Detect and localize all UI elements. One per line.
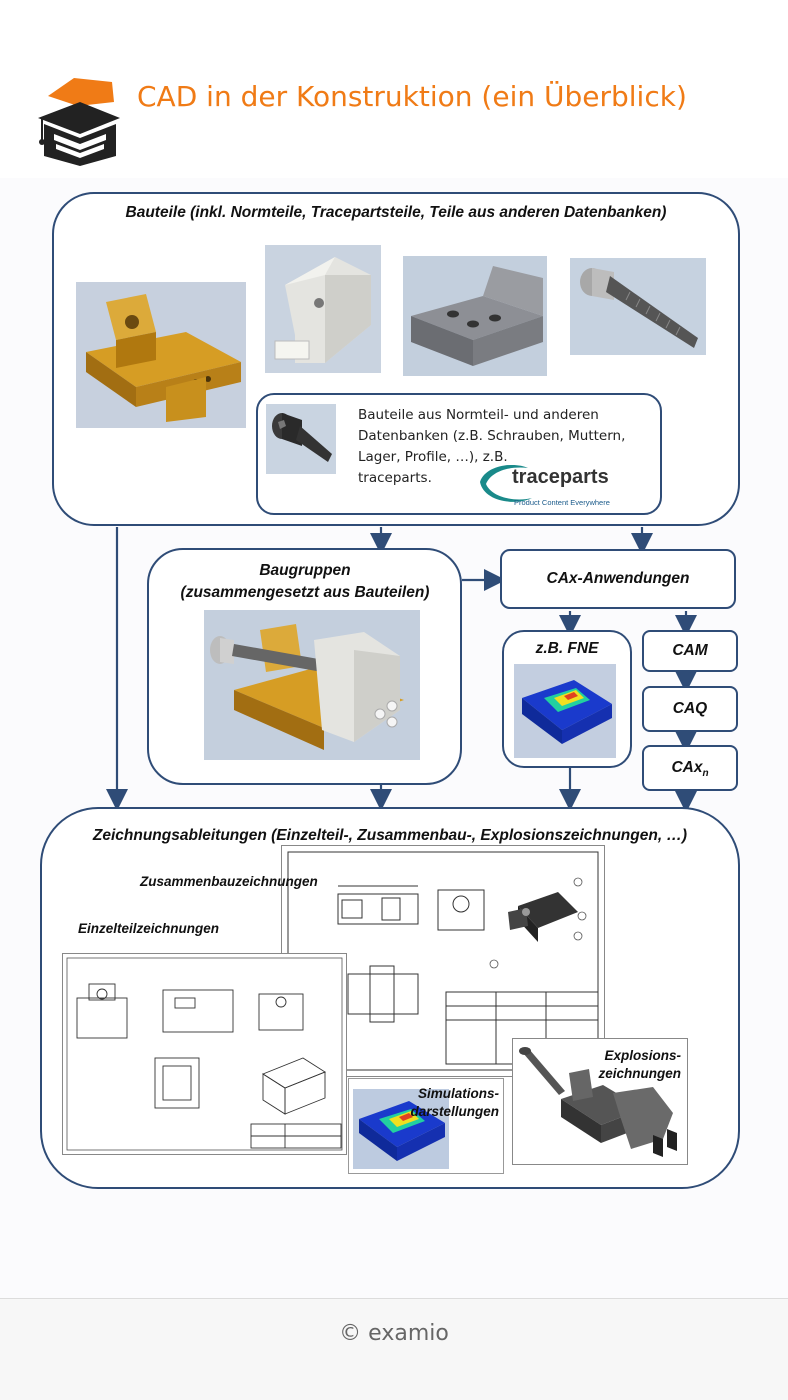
info-line: Datenbanken (z.B. Schrauben, Muttern, <box>358 428 626 444</box>
info-line: traceparts. <box>358 470 432 486</box>
cam-label: CAM <box>672 642 708 659</box>
bauteile-title: Bauteile (inkl. Normteile, Tracepartstei… <box>125 204 667 221</box>
einzelteil-drawing-sheet <box>62 953 347 1155</box>
socket-screw-image <box>266 404 336 474</box>
traceparts-wordmark: traceparts <box>512 466 609 488</box>
explosion-label-line: zeichnungen <box>598 1066 681 1081</box>
explosion-label: Explosions- zeichnungen <box>598 1047 681 1083</box>
part-image-jaw <box>265 245 381 373</box>
part-image-screw <box>570 258 706 355</box>
caxn-label: CAxn <box>642 759 738 779</box>
simulation-panel: Simulations- darstellungen <box>348 1078 504 1174</box>
fne-label: z.B. FNE <box>535 640 599 657</box>
footer-divider <box>0 1298 788 1299</box>
info-line: Bauteile aus Normteil- und anderen <box>358 407 599 423</box>
simulation-image <box>353 1089 449 1169</box>
caxn-main: CAx <box>671 759 703 776</box>
examio-logo <box>34 74 124 166</box>
fne-simulation-image <box>514 664 616 758</box>
baugruppen-title-line: Baugruppen <box>259 562 351 579</box>
baugruppen-title: Baugruppen (zusammengesetzt aus Bauteile… <box>150 560 460 604</box>
simulation-label-line: Simulations- <box>417 1086 499 1101</box>
assembly-image <box>204 610 420 760</box>
caq-box <box>642 686 738 732</box>
einzelteil-label: Einzelteilzeichnungen <box>78 921 220 936</box>
footer <box>0 1299 788 1400</box>
zeichnungen-title: Zeichnungsableitungen (Einzelteil-, Zusa… <box>92 827 688 844</box>
traceparts-tagline: Product Content Everywhere <box>514 498 610 507</box>
explosion-panel: Explosions- zeichnungen <box>512 1038 688 1165</box>
zusammenbau-label: Zusammenbauzeichnungen <box>140 874 318 889</box>
cax-anwendungen-label: CAx-Anwendungen <box>546 570 690 587</box>
page-title: CAD in der Konstruktion (ein Überblick) <box>137 80 687 113</box>
footer-copyright: © examio <box>339 1321 449 1346</box>
baugruppen-title-line: (zusammengesetzt aus Bauteilen) <box>180 584 430 601</box>
caxn-box <box>642 745 738 791</box>
caq-label: CAQ <box>672 700 708 717</box>
normteil-info-text: Bauteile aus Normteil- und anderen Daten… <box>358 405 658 489</box>
cam-box <box>642 630 738 672</box>
simulation-label: Simulations- darstellungen <box>410 1085 499 1121</box>
explosion-label-line: Explosions- <box>604 1048 681 1063</box>
caxn-subscript: n <box>702 768 709 780</box>
part-image-block <box>403 256 547 376</box>
cax-anwendungen-box <box>500 549 736 609</box>
info-line: Lager, Profile, …), z.B. <box>358 449 508 465</box>
part-image-bracket <box>76 282 246 428</box>
simulation-label-line: darstellungen <box>410 1104 499 1119</box>
traceparts-logo: traceparts Product Content Everywhere <box>476 460 626 512</box>
